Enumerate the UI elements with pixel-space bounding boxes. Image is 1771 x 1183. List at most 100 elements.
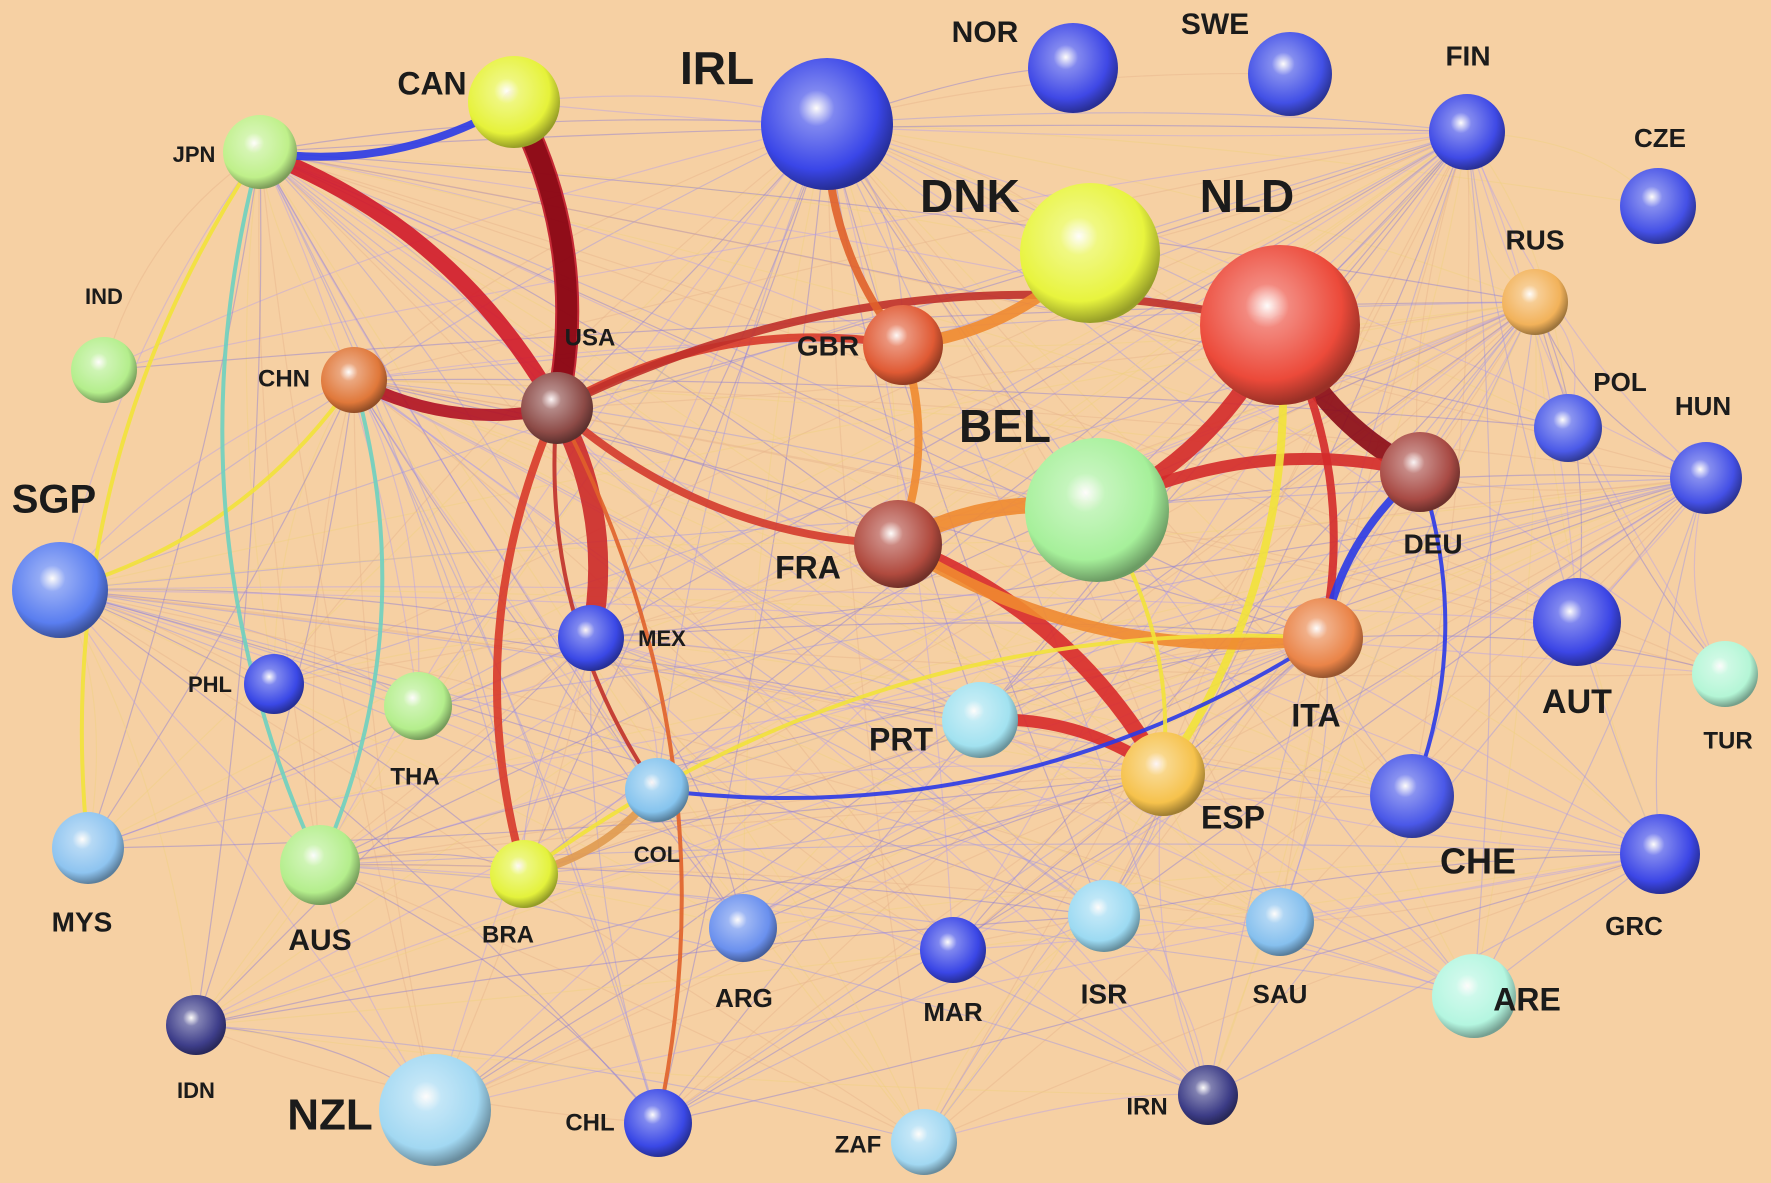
node-label-chl: CHL [565, 1109, 614, 1136]
edge-faint [353, 378, 1569, 429]
edge-faint [589, 637, 659, 1124]
node-nld [1200, 245, 1360, 405]
edge-faint [417, 123, 828, 707]
edge-faint [195, 773, 1164, 1026]
node-mex [558, 605, 624, 671]
edge-faint [353, 131, 1468, 381]
edge-faint [259, 151, 1726, 675]
node-mys [52, 812, 124, 884]
node-label-chn: CHN [258, 365, 310, 392]
edge-faint [523, 637, 1324, 875]
edge-faint [319, 773, 1164, 866]
node-aut [1533, 578, 1621, 666]
edge-faint [590, 637, 744, 929]
node-fra [854, 500, 942, 588]
edge-faint [1158, 773, 1209, 1096]
edge-faint [1473, 301, 1537, 997]
edge-faint [897, 131, 1468, 545]
edge-faint [1162, 773, 1475, 997]
edge-faint [259, 151, 1569, 429]
node-deu [1380, 432, 1460, 512]
node-label-col: COL [634, 842, 680, 867]
edge-faint [353, 379, 1098, 511]
edge-faint [353, 379, 436, 1111]
edge-faint [195, 301, 1536, 1026]
node-irn [1178, 1065, 1238, 1125]
edge-jpn-usa [252, 144, 565, 416]
node-label-prt: PRT [869, 721, 933, 757]
edge-faint [523, 773, 1164, 875]
edge-faint [195, 637, 592, 1026]
edge-faint [59, 589, 1209, 1096]
node-label-are: ARE [1493, 981, 1561, 1017]
edge-faint [353, 379, 1105, 917]
node-esp [1121, 732, 1205, 816]
node-label-pol: POL [1593, 367, 1647, 397]
edge-faint [353, 379, 1281, 923]
edge-sgp-chn [58, 378, 356, 592]
edge-faint [195, 637, 1324, 1026]
node-are [1432, 954, 1516, 1038]
edge-faint [195, 1024, 1209, 1096]
edge-faint [657, 853, 1661, 1124]
edge-faint [657, 123, 828, 1124]
edge-faint [590, 622, 1324, 639]
edge-faint [656, 765, 1164, 791]
edge-faint [353, 379, 1209, 1096]
edge-faint [103, 123, 828, 371]
edge-faint [826, 123, 925, 1143]
edge-faint [434, 915, 1105, 1111]
edge-faint [87, 131, 1468, 849]
node-isr [1068, 880, 1140, 952]
edge-faint [590, 637, 1281, 923]
edge-faint [59, 589, 197, 1026]
edge-faint [1162, 477, 1707, 775]
edge-faint [353, 379, 899, 545]
node-arg [709, 894, 777, 962]
edge-faint [259, 151, 592, 639]
node-label-fin: FIN [1445, 40, 1490, 71]
edge-faint [353, 379, 658, 791]
edge-col-ita [655, 636, 1325, 801]
edge-faint [590, 637, 925, 1143]
edge-faint [742, 637, 1324, 929]
edge-faint [826, 123, 981, 721]
node-label-dnk: DNK [920, 170, 1020, 222]
edge-faint [742, 477, 1707, 929]
node-dnk [1020, 183, 1160, 323]
node-label-ita: ITA [1291, 697, 1340, 733]
edge-faint [513, 101, 1468, 137]
node-label-usa: USA [565, 324, 616, 351]
edge-faint [59, 589, 925, 1143]
edge-faint [952, 131, 1468, 951]
edge-faint [59, 123, 828, 591]
node-bel [1025, 438, 1169, 582]
edge-faint [1534, 301, 1726, 675]
node-label-hun: HUN [1675, 391, 1731, 421]
edge-faint [1207, 301, 1536, 1096]
edge-faint [319, 864, 1475, 997]
node-label-bra: BRA [482, 921, 534, 948]
node-chl [624, 1089, 692, 1157]
node-gbr [863, 305, 943, 385]
node-jpn [223, 115, 297, 189]
edge-faint [1466, 131, 1569, 429]
edge-faint [1103, 301, 1536, 917]
edge-faint [259, 151, 1105, 917]
edge-usa-fra [553, 404, 902, 548]
edge-faint [59, 131, 1468, 591]
node-label-aut: AUT [1542, 683, 1612, 721]
edge-faint [1279, 301, 1536, 923]
edge-faint [353, 379, 954, 951]
edge-faint [902, 301, 1536, 347]
node-nor [1028, 23, 1118, 113]
edge-faint [1207, 637, 1324, 1096]
edge-faint [434, 773, 1164, 1111]
node-irl [761, 58, 893, 190]
edge-faint [59, 589, 1726, 675]
edge-faint [259, 151, 658, 791]
node-label-deu: DEU [1403, 528, 1462, 559]
